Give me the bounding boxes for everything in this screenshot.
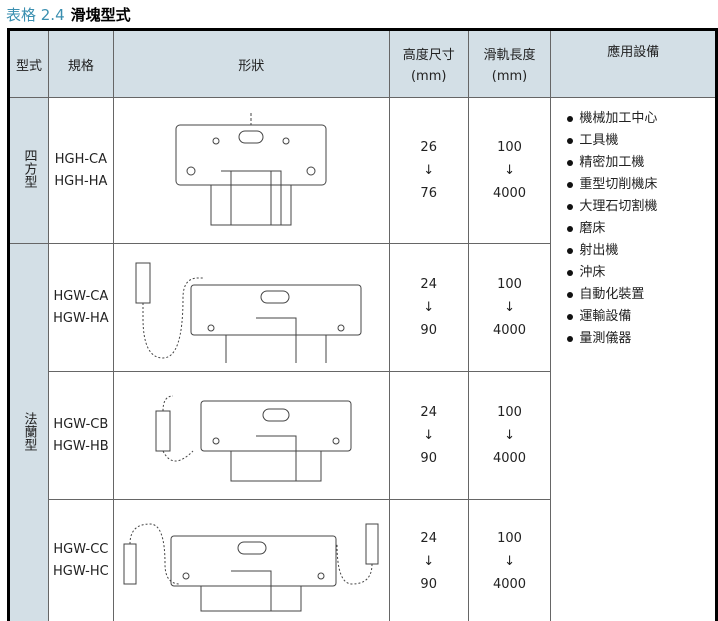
type-cell: 四方型	[8, 97, 49, 244]
shape-drawing	[112, 499, 390, 621]
list-item: 工具機	[567, 130, 715, 152]
applications-cell: 機械加工中心工具機精密加工機重型切削機床大理石切割機磨床射出機沖床自動化裝置運輸…	[550, 97, 717, 621]
slider-block-table: 型式 規格 形狀 高度尺寸(mm) 滑軌長度(mm) 應用設備 四方型 HGH-…	[7, 28, 718, 621]
type-cell: 法蘭型	[8, 243, 49, 621]
rail-cell: 100↓4000	[467, 243, 552, 372]
header-app: 應用設備	[550, 29, 717, 98]
shape-drawing	[112, 243, 390, 372]
flange-block-drawing-icon	[123, 523, 379, 612]
list-item: 量測儀器	[567, 328, 715, 350]
height-cell: 24↓90	[388, 499, 469, 621]
block-drawing-icon	[175, 112, 327, 225]
rail-cell: 100↓4000	[467, 371, 552, 500]
applications-list: 機械加工中心工具機精密加工機重型切削機床大理石切割機磨床射出機沖床自動化裝置運輸…	[551, 108, 715, 350]
list-item: 重型切削機床	[567, 174, 715, 196]
height-cell: 24↓90	[388, 371, 469, 500]
header-shape: 形狀	[112, 29, 390, 98]
list-item: 大理石切割機	[567, 196, 715, 218]
rail-cell: 100↓4000	[467, 97, 552, 244]
list-item: 自動化裝置	[567, 284, 715, 306]
list-item: 磨床	[567, 218, 715, 240]
list-item: 射出機	[567, 240, 715, 262]
rail-cell: 100↓4000	[467, 499, 552, 621]
header-height: 高度尺寸(mm)	[388, 29, 469, 98]
header-type: 型式	[8, 29, 49, 98]
shape-drawing	[112, 97, 390, 244]
height-cell: 26↓76	[388, 97, 469, 244]
list-item: 沖床	[567, 262, 715, 284]
list-item: 機械加工中心	[567, 108, 715, 130]
height-cell: 24↓90	[388, 243, 469, 372]
header-row: 型式 規格 形狀 高度尺寸(mm) 滑軌長度(mm) 應用設備	[8, 29, 717, 98]
shape-drawing	[112, 371, 390, 500]
flange-block-drawing-icon	[155, 395, 352, 481]
list-item: 精密加工機	[567, 152, 715, 174]
list-item: 運輸設備	[567, 306, 715, 328]
flange-block-drawing-icon	[135, 262, 362, 363]
header-rail: 滑軌長度(mm)	[467, 29, 552, 98]
header-spec: 規格	[47, 29, 114, 98]
